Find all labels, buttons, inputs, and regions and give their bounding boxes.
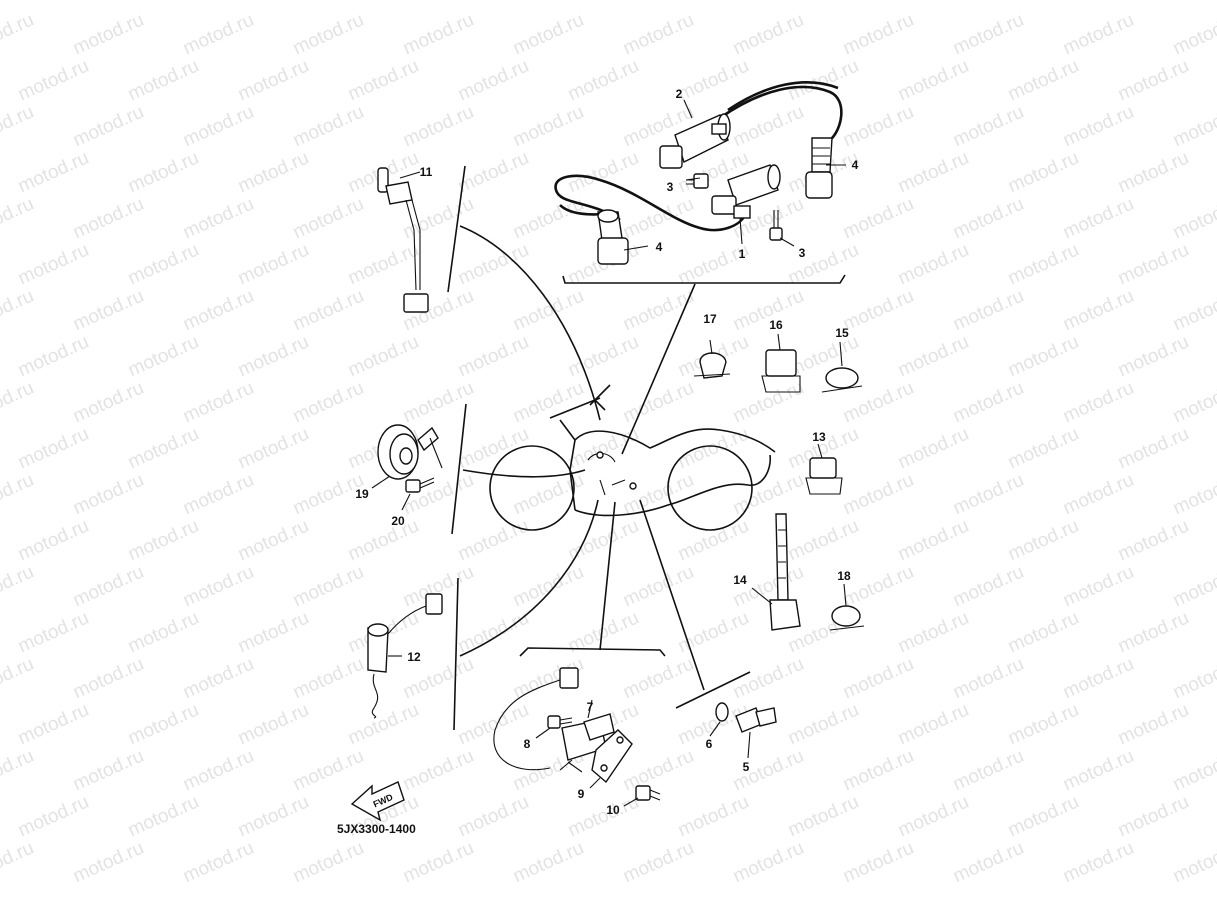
part-17-clamp	[693, 339, 731, 379]
callout-14: 14	[733, 573, 747, 587]
motorcycle-outline	[489, 384, 776, 531]
callout-12: 12	[407, 650, 421, 664]
part-13-clamp	[805, 443, 843, 495]
callout-7: 7	[587, 700, 594, 714]
part-20-bolt	[401, 477, 435, 511]
callout-6: 6	[706, 737, 713, 751]
callout-18: 18	[837, 569, 851, 583]
part-5-6-sensor	[675, 671, 777, 759]
leader-lines	[459, 225, 705, 691]
part-16-clamp	[761, 333, 801, 393]
part-11-sensor	[377, 165, 466, 313]
callout-15: 15	[835, 326, 849, 340]
ignition-coil-2	[659, 113, 731, 169]
spark-plug-cap-right	[805, 137, 833, 199]
part-10-bolt	[623, 785, 661, 807]
callout-1: 1	[739, 247, 746, 261]
callout-9: 9	[578, 787, 585, 801]
part-18-clamp	[829, 583, 865, 631]
callout-4-left: 4	[656, 240, 663, 254]
part-14-cable-tie	[751, 513, 801, 631]
bolt-3-lower	[769, 210, 783, 241]
callout-2: 2	[676, 87, 683, 101]
callout-20: 20	[391, 514, 405, 528]
callout-labels: 1 2 3 3 4 4 5 6 7 8 9 10 11 12 13 14 15 …	[337, 87, 859, 836]
ignition-coil-1	[711, 164, 781, 219]
diagram-code: 5JX3300-1400	[337, 822, 416, 836]
ignition-coil-group	[554, 81, 846, 284]
callout-8: 8	[524, 737, 531, 751]
part-9-plate	[589, 729, 633, 789]
callout-16: 16	[769, 318, 783, 332]
part-8-bolt	[535, 715, 573, 739]
callout-3-upper: 3	[667, 180, 674, 194]
bolt-3-upper	[686, 173, 709, 189]
part-15-clamp	[821, 341, 863, 393]
part-19-horn	[371, 403, 467, 535]
callout-5: 5	[743, 760, 750, 774]
callout-13: 13	[812, 430, 826, 444]
callout-19: 19	[355, 487, 369, 501]
callout-11: 11	[420, 165, 433, 179]
callout-4-right: 4	[852, 158, 859, 172]
forward-arrow-icon: FWD	[350, 781, 405, 822]
callout-10: 10	[606, 803, 620, 817]
callout-3-lower: 3	[799, 246, 806, 260]
part-12-switch	[367, 577, 459, 731]
callout-17: 17	[703, 312, 717, 326]
spark-plug-cap-left	[597, 209, 629, 265]
part-7-sidestand-switch	[493, 647, 666, 773]
